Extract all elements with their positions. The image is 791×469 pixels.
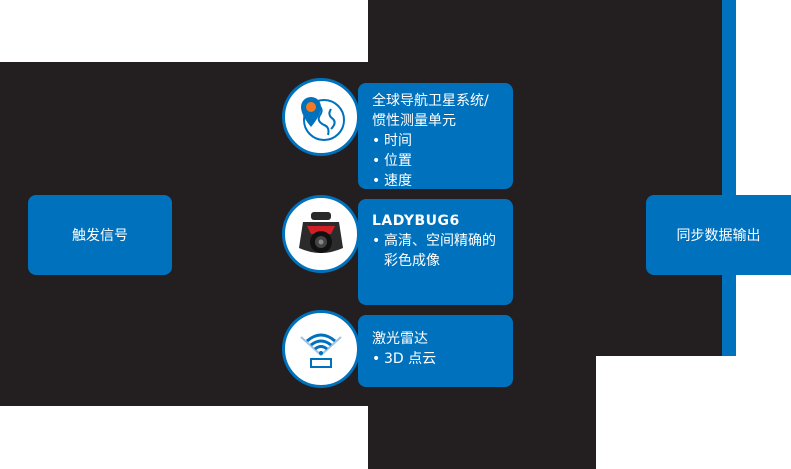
globe-location-icon bbox=[301, 97, 345, 141]
ladybug-item-imaging: 高清、空间精确的彩色成像 bbox=[372, 231, 499, 271]
ladybug-camera-icon bbox=[299, 212, 343, 253]
lidar-icon-circle bbox=[282, 310, 360, 388]
gnss-item-time: 时间 bbox=[372, 131, 499, 151]
ladybug-title: LADYBUG6 bbox=[372, 213, 460, 229]
gnss-item-speed: 速度 bbox=[372, 171, 499, 191]
sync-output-box: 同步数据输出 bbox=[646, 195, 791, 275]
lidar-icon bbox=[300, 333, 342, 368]
gnss-icon-circle bbox=[282, 78, 360, 156]
lidar-title: 激光雷达 bbox=[372, 331, 428, 347]
lidar-item-pointcloud: 3D 点云 bbox=[372, 349, 499, 369]
gnss-item-position: 位置 bbox=[372, 151, 499, 171]
gnss-title: 全球导航卫星系统/惯性测量单元 bbox=[372, 93, 489, 129]
gnss-info-box: 全球导航卫星系统/惯性测量单元 时间 位置 速度 bbox=[358, 83, 513, 191]
sync-output-label: 同步数据输出 bbox=[676, 228, 761, 244]
ladybug-info-box: LADYBUG6 高清、空间精确的彩色成像 bbox=[358, 199, 513, 305]
trigger-signal-label: 触发信号 bbox=[72, 228, 128, 244]
trigger-signal-box: 触发信号 bbox=[28, 195, 172, 275]
lidar-info-box: 激光雷达 3D 点云 bbox=[358, 315, 513, 387]
ladybug-icon-circle bbox=[282, 195, 360, 273]
output-connector-bar bbox=[722, 0, 736, 356]
